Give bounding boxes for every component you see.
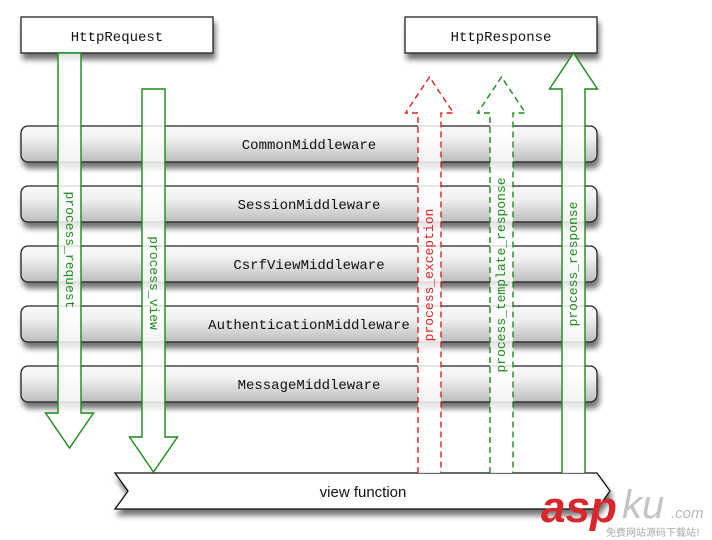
- arrow-process-request: process_request: [44, 52, 95, 450]
- http-request-label: HttpRequest: [71, 30, 163, 46]
- middleware-label: MessageMiddleware: [238, 378, 381, 394]
- arrow-process-view: process_view: [128, 88, 179, 474]
- view-function-label: view function: [320, 484, 407, 501]
- http-request-box: HttpRequest: [20, 16, 214, 54]
- arrow-process-template-response: process_template_response: [476, 75, 527, 473]
- arrow-label: process_template_response: [494, 177, 509, 372]
- arrow-label: process_view: [146, 236, 161, 330]
- watermark-tagline: 免费网站源码下载站!: [606, 526, 700, 539]
- watermark-brand-red: asp: [541, 483, 617, 532]
- middleware-label: CsrfViewMiddleware: [233, 258, 384, 274]
- middleware-label: SessionMiddleware: [238, 198, 381, 214]
- view-function-banner: view function: [113, 472, 611, 510]
- http-response-box: HttpResponse: [404, 16, 598, 54]
- arrow-label: process_exception: [422, 209, 437, 342]
- arrow-label: process_response: [566, 202, 581, 327]
- watermark-logo: asp ku .com 免费网站源码下载站!: [541, 483, 704, 539]
- http-response-label: HttpResponse: [451, 30, 552, 46]
- middleware-label: AuthenticationMiddleware: [208, 318, 410, 334]
- flow-arrows: process_request process_view process_excep…: [44, 51, 599, 474]
- arrow-process-exception: process_exception: [404, 75, 455, 473]
- watermark-suffix: .com: [671, 505, 704, 522]
- watermark-brand-gray: ku: [622, 483, 664, 527]
- middleware-label: CommonMiddleware: [242, 138, 376, 154]
- arrow-label: process_request: [62, 191, 77, 308]
- arrow-process-response: process_response: [548, 51, 599, 473]
